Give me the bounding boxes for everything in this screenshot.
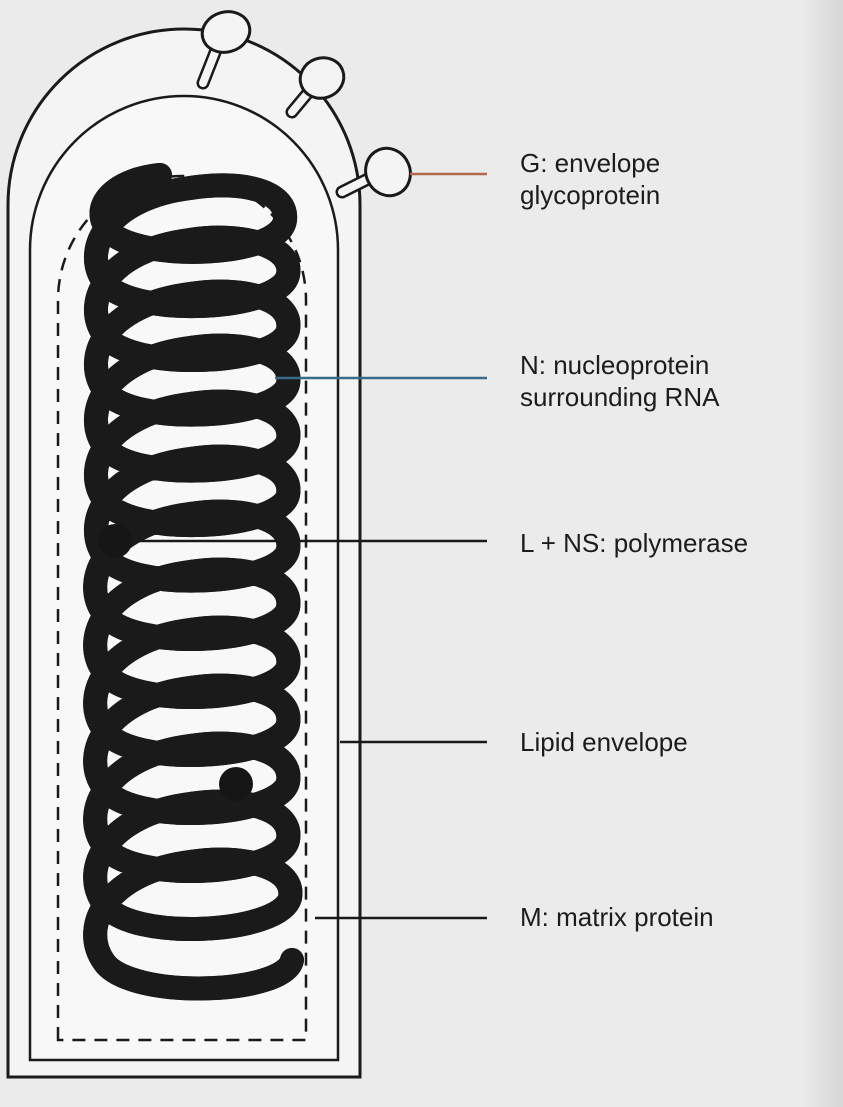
nucleoprotein-label: N: nucleoprotein surrounding RNA	[520, 350, 719, 413]
lipid-envelope-label: Lipid envelope	[520, 727, 688, 759]
glycoprotein-label: G: envelope glycoprotein	[520, 148, 660, 211]
polymerase-label: L + NS: polymerase	[520, 528, 748, 560]
matrix-protein-label: M: matrix protein	[520, 902, 714, 934]
nucleocapsid-helix	[95, 175, 292, 988]
polymerase-dot	[98, 524, 132, 558]
polymerase-dot	[219, 767, 253, 801]
